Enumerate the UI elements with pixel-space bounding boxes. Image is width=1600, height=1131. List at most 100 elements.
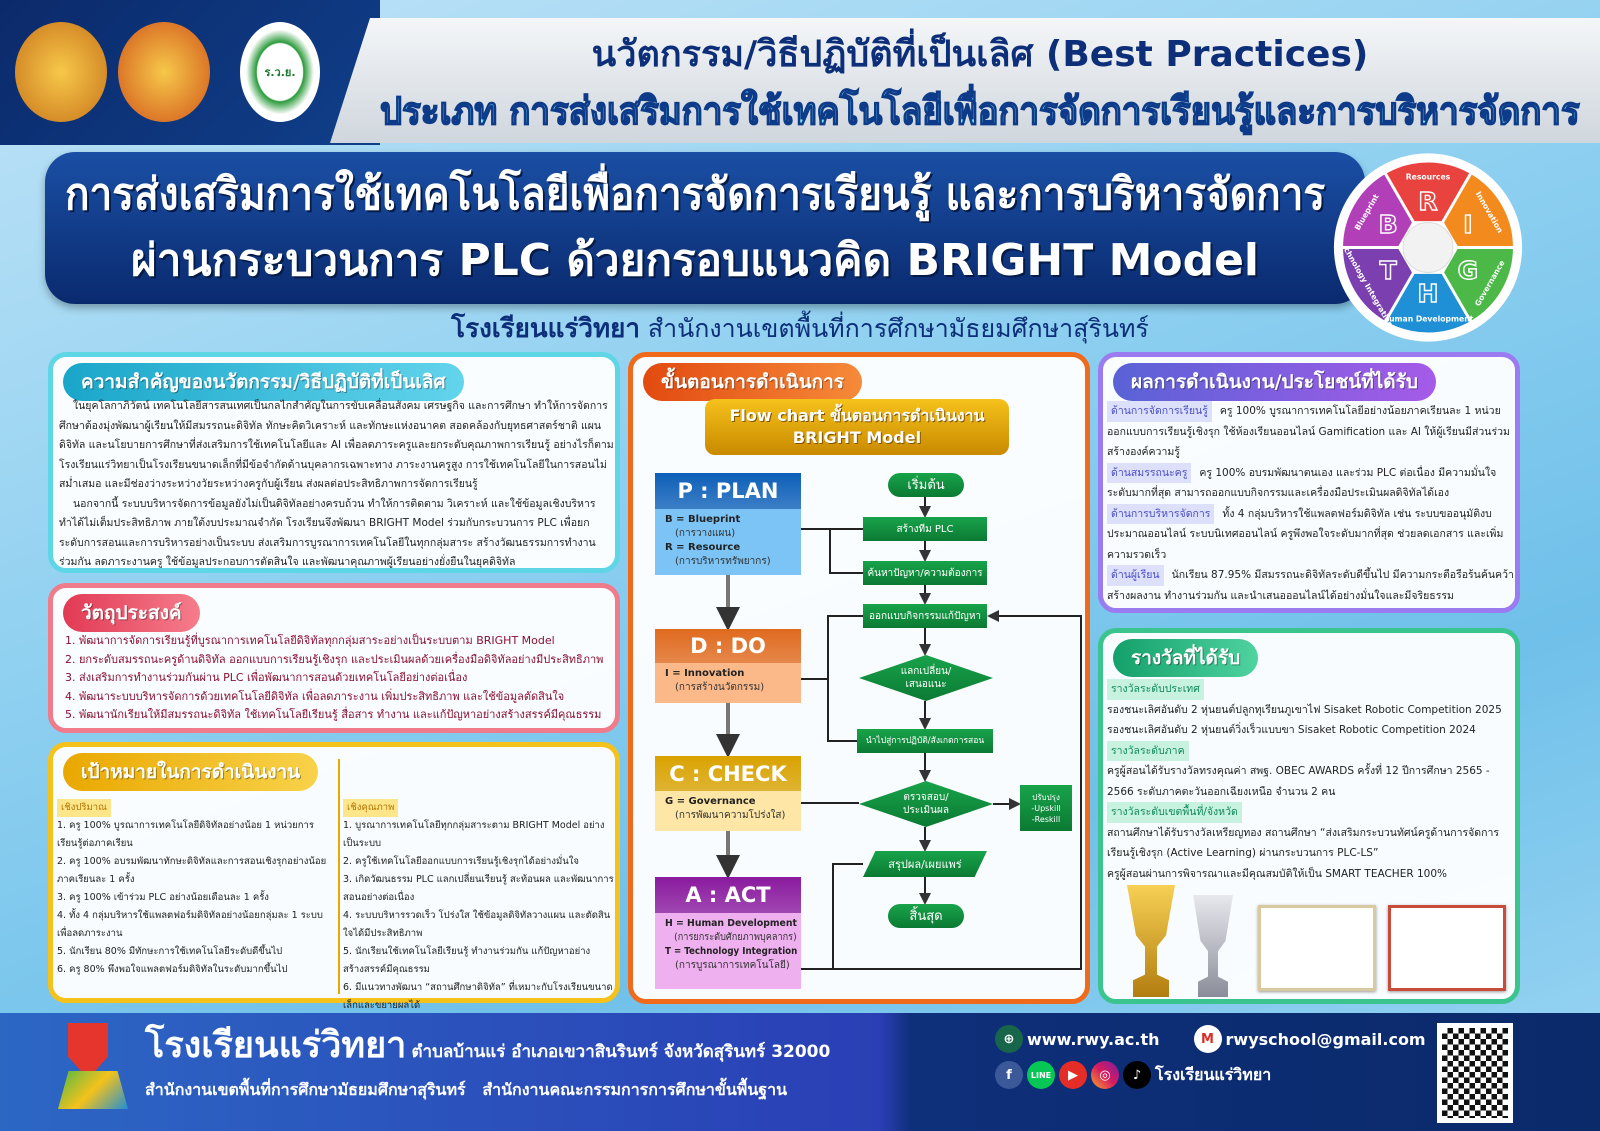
flow-connector <box>829 529 863 574</box>
wheel-letter: G <box>1458 256 1478 285</box>
poster-title: นวัตกรรม/วิธีปฏิบัติที่เป็นเลิศ (Best Pr… <box>591 34 1369 75</box>
result-item: ด้านผู้เรียนนักเรียน 87.95% มีสมรรถนะดิจ… <box>1107 565 1515 606</box>
pdca-key: H = Human Development <box>665 918 797 929</box>
goal-item: 1. บูรณาการเทคโนโลยีทุกกลุ่มสาระตาม BRIG… <box>343 820 605 849</box>
result-tag: ด้านสมรรถนะครู <box>1107 462 1192 483</box>
wheel-segment <box>1340 170 1416 249</box>
result-tag: ด้านการบริหารจัดการ <box>1107 503 1215 524</box>
website-link[interactable]: www.rwy.ac.th <box>1027 1029 1160 1049</box>
pdca-header: C : CHECK <box>655 756 801 791</box>
goal-item: 4. ทั้ง 4 กลุ่มบริหารใช้แพลตฟอร์มดิจิทัล… <box>57 910 323 939</box>
process-panel: ขั้นตอนการดำเนินการ Flow chart ขั้นตอนกา… <box>628 352 1090 1004</box>
flowchart-title-line-2: BRIGHT Model <box>792 428 922 447</box>
footer: โรงเรียนแร่วิทยา ตำบลบ้านแร่ อำเภอเขวาสิ… <box>0 1013 1600 1131</box>
importance-paragraph: นอกจากนี้ ระบบบริหารจัดการข้อมูลยังไม่เป… <box>59 497 596 569</box>
objective-item: 4. พัฒนาระบบบริหารจัดการด้วยเทคโนโลยีดิจ… <box>65 689 565 703</box>
flow-step-create-plc-team: สร้างทีม PLC <box>863 517 987 541</box>
objective-item: 3. ส่งเสริมการทำงานร่วมกันผ่าน PLC เพื่อ… <box>65 671 468 684</box>
goal-item: 6. ครู 80% พึงพอใจแพลตฟอร์มดิจิทัลในระดั… <box>57 964 288 975</box>
instagram-icon[interactable]: ◎ <box>1091 1061 1119 1089</box>
objectives-title: วัตถุประสงค์ <box>63 594 200 632</box>
map-icon <box>58 1071 128 1109</box>
email-link[interactable]: rwyschool@gmail.com <box>1225 1029 1426 1049</box>
awards-title: รางวัลที่ได้รับ <box>1113 639 1259 677</box>
pdca-desc: (การวางแผน) <box>675 528 736 539</box>
wheel-letter: T <box>1380 256 1397 285</box>
pdca-header: D : DO <box>655 629 801 663</box>
wheel-label: Human Development <box>1383 314 1474 323</box>
line-icon[interactable]: LINE <box>1027 1061 1055 1089</box>
pdca-body: G = Governance(การพัฒนาความโปร่งใส) <box>655 791 801 831</box>
footer-school-line: โรงเรียนแร่วิทยา ตำบลบ้านแร่ อำเภอเขวาสิ… <box>145 1021 965 1071</box>
pdca-header: A : ACT <box>655 877 801 913</box>
social-name: โรงเรียนแร่วิทยา <box>1155 1064 1272 1084</box>
goal-item: 5. นักเรียน 80% มีทักษะการใช้เทคโนโลยีระ… <box>57 946 283 957</box>
result-tag: ด้านการจัดการเรียนรู้ <box>1107 401 1212 422</box>
goals-title: เป้าหมายในการดำเนินงาน <box>63 753 319 791</box>
map-pin-icon <box>68 1023 108 1079</box>
flow-step-summarize: สรุปผล/เผยแพร่ <box>863 851 987 877</box>
goal-item: 3. เกิดวัฒนธรรม PLC แลกเปลี่ยนเรียนรู้ ส… <box>343 874 614 903</box>
www-globe-icon: ⊕ <box>995 1025 1023 1053</box>
award-level-tag: รางวัลระดับประเทศ <box>1107 679 1204 700</box>
award-item: สถานศึกษาได้รับรางวัลเหรียญทอง สถานศึกษา… <box>1107 826 1500 860</box>
footer-school-name: โรงเรียนแร่วิทยา <box>145 1025 407 1066</box>
footer-address: ตำบลบ้านแร่ อำเภอเขวาสินรินทร์ จังหวัดสุ… <box>411 1042 831 1062</box>
silver-trophy-image <box>1193 895 1233 997</box>
office-logo <box>118 22 210 122</box>
flow-step-implement: นำไปสู่การปฏิบัติ/สังเกตการสอน <box>857 729 993 753</box>
flow-end: สิ้นสุด <box>888 904 964 928</box>
importance-title: ความสำคัญของนวัตกรรม/วิธีปฏิบัติที่เป็นเ… <box>63 363 464 401</box>
goals-divider <box>338 759 340 994</box>
flow-connector <box>832 863 863 969</box>
result-tag: ด้านผู้เรียน <box>1107 565 1164 586</box>
result-text: ทั้ง 4 กลุ่มบริหารใช้แพลตฟอร์มดิจิทัล เช… <box>1107 507 1504 561</box>
tiktok-icon[interactable]: ♪ <box>1123 1061 1151 1089</box>
goals-panel: เป้าหมายในการดำเนินงาน เชิงปริมาณ 1. ครู… <box>48 742 620 1011</box>
goal-item: 3. ครู 100% เข้าร่วม PLC อย่างน้อยเดือนล… <box>57 892 269 903</box>
upskill-label: -Upskill <box>1031 803 1061 813</box>
gmail-icon: M <box>1193 1025 1222 1053</box>
improve-label: ปรับปรุง <box>1032 792 1060 802</box>
quantitative-label: เชิงปริมาณ <box>57 799 111 817</box>
result-text: นักเรียน 87.95% มีสมรรถนะดิจิทัลระดับดีข… <box>1107 569 1514 602</box>
certificate-image <box>1388 905 1506 991</box>
youtube-icon[interactable]: ▶ <box>1059 1061 1087 1089</box>
flow-step-design-activity: ออกแบบกิจกรรมแก้ปัญหา <box>863 604 987 628</box>
qr-code[interactable] <box>1437 1023 1513 1123</box>
reskill-label: -Reskill <box>1031 814 1061 824</box>
school-line: โรงเรียนแร่วิทยา สำนักงานเขตพื้นที่การศึ… <box>300 312 1300 346</box>
pdca-desc: (การบูรณาการเทคโนโลยี) <box>675 960 790 971</box>
pdca-desc: (การบริหารทรัพยากร) <box>675 556 771 567</box>
gold-trophy-image <box>1127 885 1175 997</box>
flow-connector <box>801 610 1082 970</box>
facebook-icon[interactable]: f <box>995 1061 1023 1089</box>
pdca-desc: (การสร้างนวัตกรรม) <box>675 682 765 693</box>
flow-start: เริ่มต้น <box>888 473 964 497</box>
objective-item: 1. พัฒนาการจัดการเรียนรู้ที่บูรณาการเทคโ… <box>65 634 555 647</box>
pdca-key: R = Resource <box>665 542 741 553</box>
wheel-letter: H <box>1418 279 1439 308</box>
award-level-tag: รางวัลระดับเขตพื้นที่/จังหวัด <box>1107 802 1242 823</box>
process-title: ขั้นตอนการดำเนินการ <box>643 363 862 401</box>
award-item: รองชนะเลิศอันดับ 2 หุ่นยนต์ปลูกทุเรียนภู… <box>1107 703 1502 716</box>
award-level-tag: รางวัลระดับภาค <box>1107 740 1189 761</box>
award-item: ครูผู้สอนได้รับรางวัลทรงคุณค่า สพฐ. OBEC… <box>1107 765 1490 798</box>
objective-item: 5. พัฒนานักเรียนให้มีสมรรถนะดิจิทัล ใช้เ… <box>65 708 602 721</box>
results-title: ผลการดำเนินงาน/ประโยชน์ที่ได้รับ <box>1113 363 1436 401</box>
wheel-center <box>1402 222 1454 273</box>
school-office: สำนักงานเขตพื้นที่การศึกษามัธยมศึกษาสุริ… <box>647 314 1149 343</box>
pdca-body: B = Blueprint (การวางแผน) R = Resource (การ… <box>655 509 801 575</box>
results-panel: ผลการดำเนินงาน/ประโยชน์ที่ได้รับ ด้านการ… <box>1098 352 1520 613</box>
pdca-key: B = Blueprint <box>665 514 741 525</box>
result-item: ด้านการบริหารจัดการทั้ง 4 กลุ่มบริหารใช้… <box>1107 503 1515 566</box>
school-name: โรงเรียนแร่วิทยา <box>451 314 640 344</box>
awards-panel: รางวัลที่ได้รับ รางวัลระดับประเทศรองชนะเ… <box>1098 628 1520 1004</box>
flow-step-find-problems: ค้นหาปัญหา/ความต้องการ <box>863 561 987 585</box>
importance-panel: ความสำคัญของนวัตกรรม/วิธีปฏิบัติที่เป็นเ… <box>48 352 620 573</box>
header-light-band <box>330 18 1600 143</box>
certificate-image <box>1258 905 1376 991</box>
flow-connector <box>827 615 863 742</box>
objectives-panel: วัตถุประสงค์ 1. พัฒนาการจัดการเรียนรู้ที… <box>48 583 620 733</box>
